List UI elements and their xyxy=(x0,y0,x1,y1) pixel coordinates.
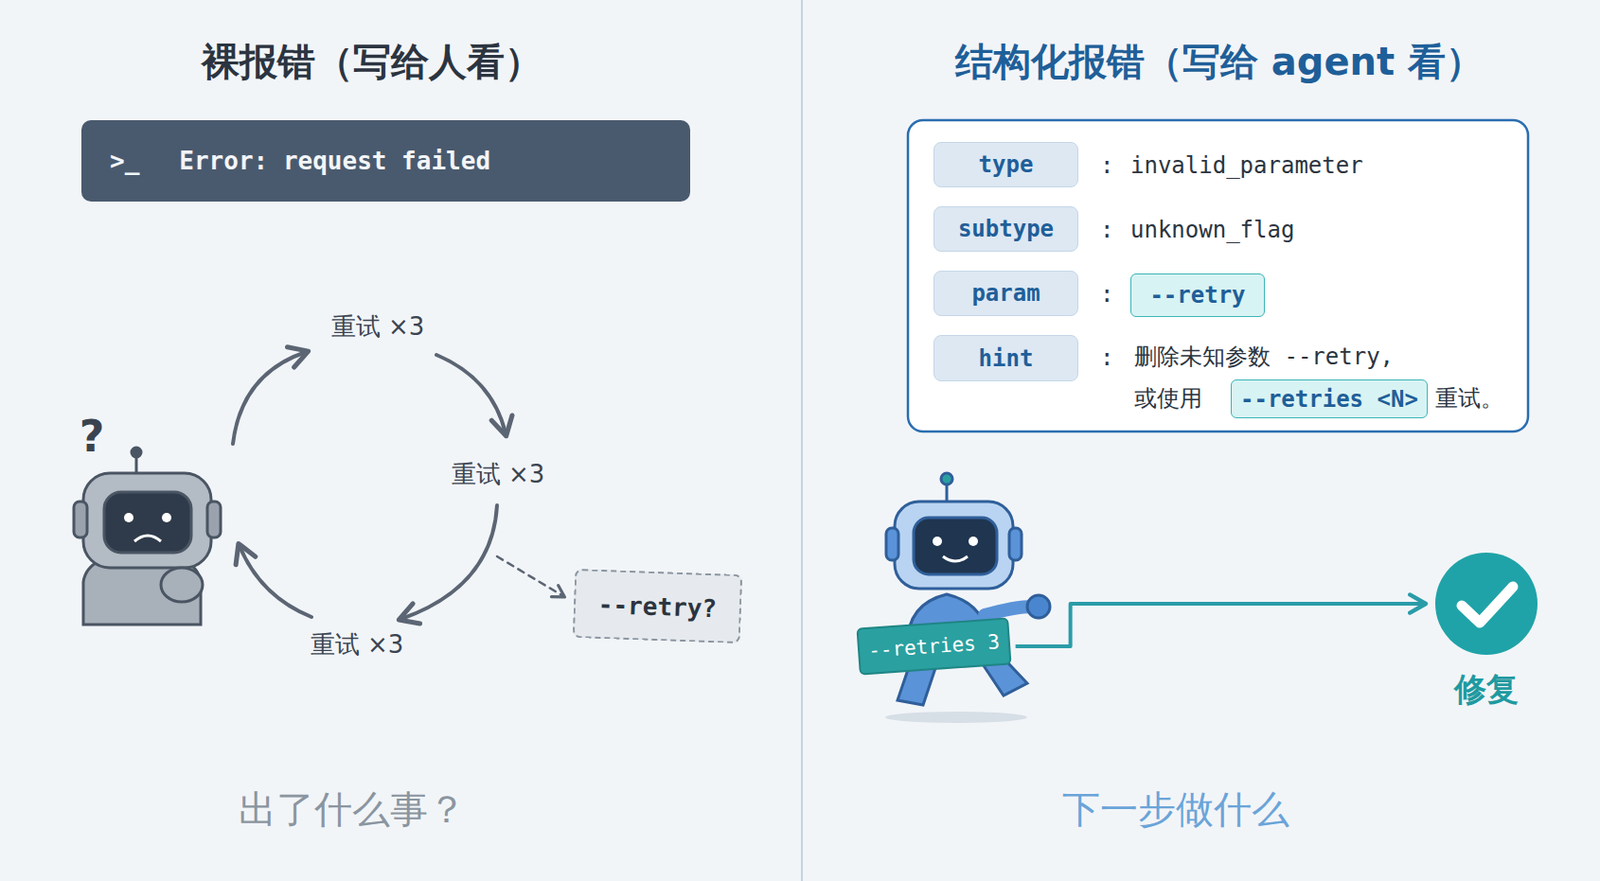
node-text: --retries <N> xyxy=(1240,386,1419,413)
node-text: --retry? xyxy=(597,589,717,623)
key-chip: hint xyxy=(933,335,1079,382)
retry-cycle xyxy=(232,352,564,620)
node-caption: 修复 xyxy=(1454,668,1519,712)
node-text: >_ xyxy=(109,146,140,176)
param-chip: --retries <N> xyxy=(1230,379,1428,419)
hint-text: 或使用 xyxy=(1134,383,1203,414)
retry-label: 重试 ×3 xyxy=(451,458,546,492)
node-text: Error: request failed xyxy=(178,146,491,176)
panel-title: 结构化报错（写给 agent 看） xyxy=(955,35,1484,89)
retry-label: 重试 ×3 xyxy=(310,628,405,662)
flow-arrow xyxy=(1015,604,1426,647)
fix-check: 修复 xyxy=(1433,551,1540,712)
check-circle xyxy=(1433,551,1540,656)
key-chip: subtype xyxy=(933,206,1079,252)
colon: : xyxy=(1100,152,1114,179)
key-chip: type xyxy=(933,142,1079,188)
node-text: subtype xyxy=(958,215,1054,243)
key-chip: param xyxy=(933,270,1079,317)
structured-panel xyxy=(907,120,1529,432)
question-mark: ? xyxy=(79,410,106,463)
node-text: type xyxy=(978,151,1034,178)
colon: : xyxy=(1100,344,1114,372)
confused-robot xyxy=(73,447,221,625)
colon: : xyxy=(1100,281,1114,308)
node-text: --retry xyxy=(1149,282,1245,309)
retry-label: 重试 ×3 xyxy=(331,310,426,344)
caption: 下一步做什么 xyxy=(1062,783,1290,836)
field-value: invalid_parameter xyxy=(1130,152,1364,179)
hint-text: 删除未知参数 --retry, xyxy=(1134,341,1394,373)
panel-title: 裸报错（写给人看） xyxy=(201,35,543,89)
colon: : xyxy=(1100,216,1114,244)
node-text: param xyxy=(971,280,1040,307)
hint-text: 重试。 xyxy=(1435,383,1504,414)
param-chip: --retry xyxy=(1130,273,1265,318)
terminal-box: >_ Error: request failed xyxy=(81,120,691,202)
node-text: --retries 3 xyxy=(867,630,1000,663)
caption: 出了什么事？ xyxy=(238,783,466,836)
node-text: hint xyxy=(978,345,1034,373)
divider xyxy=(800,0,803,881)
field-value: unknown_flag xyxy=(1130,216,1295,244)
happy-robot xyxy=(885,473,1050,724)
guess-box: --retry? xyxy=(572,568,743,644)
